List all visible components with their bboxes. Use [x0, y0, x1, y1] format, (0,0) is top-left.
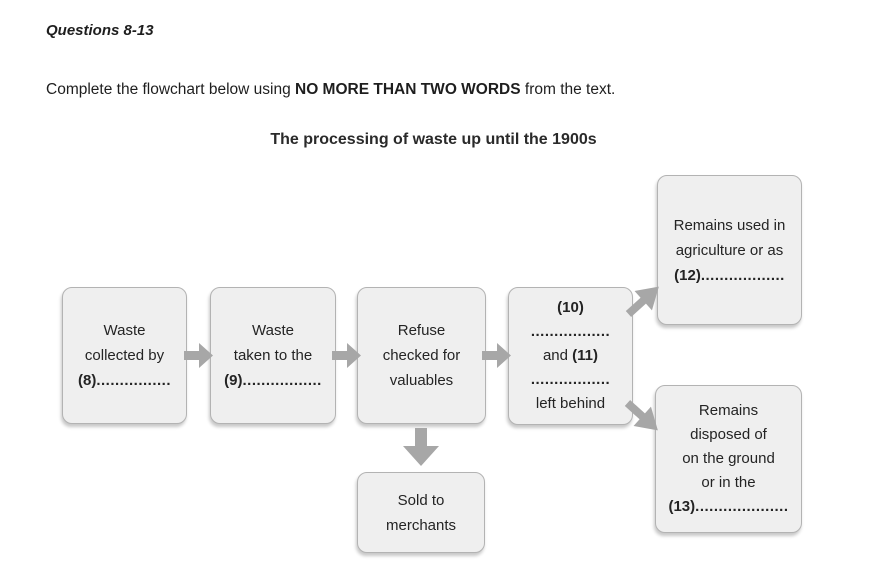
question-number-11: (11) — [572, 347, 599, 364]
flowchart-box-waste-collected: Waste collected by (8)................ — [62, 287, 187, 424]
box-line: on the ground — [682, 450, 775, 467]
arrow-right-icon — [482, 342, 512, 369]
flowchart-title: The processing of waste up until the 190… — [270, 131, 597, 148]
box-line: taken to the — [233, 347, 313, 364]
flowchart-box-left-behind: (10) ................. and (11) ........… — [508, 287, 633, 425]
arrow-right-icon — [184, 342, 214, 369]
box-line: Remains used in — [673, 216, 786, 234]
box-line: Sold to — [397, 491, 445, 509]
box-line: disposed of — [690, 426, 767, 443]
flowchart-box-refuse-checked: Refuse checked for valuables — [357, 287, 486, 424]
question-number-8: (8) — [77, 372, 97, 389]
answer-blank-11: and (11) — [543, 344, 598, 368]
box-line: valuables — [389, 372, 454, 389]
answer-blank-12: (12).................. — [674, 263, 785, 288]
arrow-down-icon — [403, 428, 439, 467]
instruction-suffix: from the text. — [520, 81, 616, 98]
dotted-blank: ................. — [530, 323, 611, 340]
arrow-down-right-icon — [618, 393, 668, 442]
dotted-blank: ................. — [242, 372, 322, 389]
box-line: checked for — [382, 347, 461, 364]
dotted-blank: .................... — [695, 498, 789, 515]
answer-blank-9: (9)................. — [224, 368, 322, 393]
answer-blank-13: (13).................... — [668, 495, 788, 519]
question-number-13: (13) — [668, 498, 696, 515]
question-number-12: (12) — [674, 266, 701, 284]
flowchart-box-waste-taken: Waste taken to the (9)................. — [210, 287, 336, 424]
box-line: left behind — [535, 395, 606, 412]
arrow-right-icon — [332, 342, 362, 369]
box-line: agriculture or as — [675, 241, 784, 259]
dotted-blank: ................. — [530, 371, 611, 388]
dotted-blank: .................. — [700, 266, 785, 284]
flowchart-box-remains-disposed: Remains disposed of on the ground or in … — [655, 385, 802, 533]
box-line: or in the — [701, 474, 756, 491]
questions-heading: Questions 8-13 — [46, 22, 154, 39]
arrow-up-right-icon — [619, 276, 669, 325]
box-line: Waste — [103, 322, 146, 339]
answer-blank-8: (8)................ — [78, 368, 171, 393]
box-line: merchants — [385, 516, 457, 534]
box-line: Refuse — [397, 322, 446, 339]
instruction-prefix: Complete the flowchart below using — [46, 81, 295, 98]
question-number-9: (9) — [224, 372, 243, 389]
flowchart-box-remains-agriculture: Remains used in agriculture or as (12)..… — [657, 175, 802, 325]
instruction-word-limit: NO MORE THAN TWO WORDS — [295, 81, 521, 98]
box-line: Waste — [252, 322, 294, 339]
instruction: Complete the flowchart below using NO MO… — [46, 81, 615, 99]
box-line: collected by — [84, 347, 165, 364]
dotted-blank: ................ — [96, 372, 172, 389]
box-line: Remains — [698, 402, 759, 419]
flowchart-box-sold-merchants: Sold to merchants — [357, 472, 485, 553]
question-number-10: (10) — [557, 299, 584, 316]
box-line: and — [542, 347, 573, 364]
